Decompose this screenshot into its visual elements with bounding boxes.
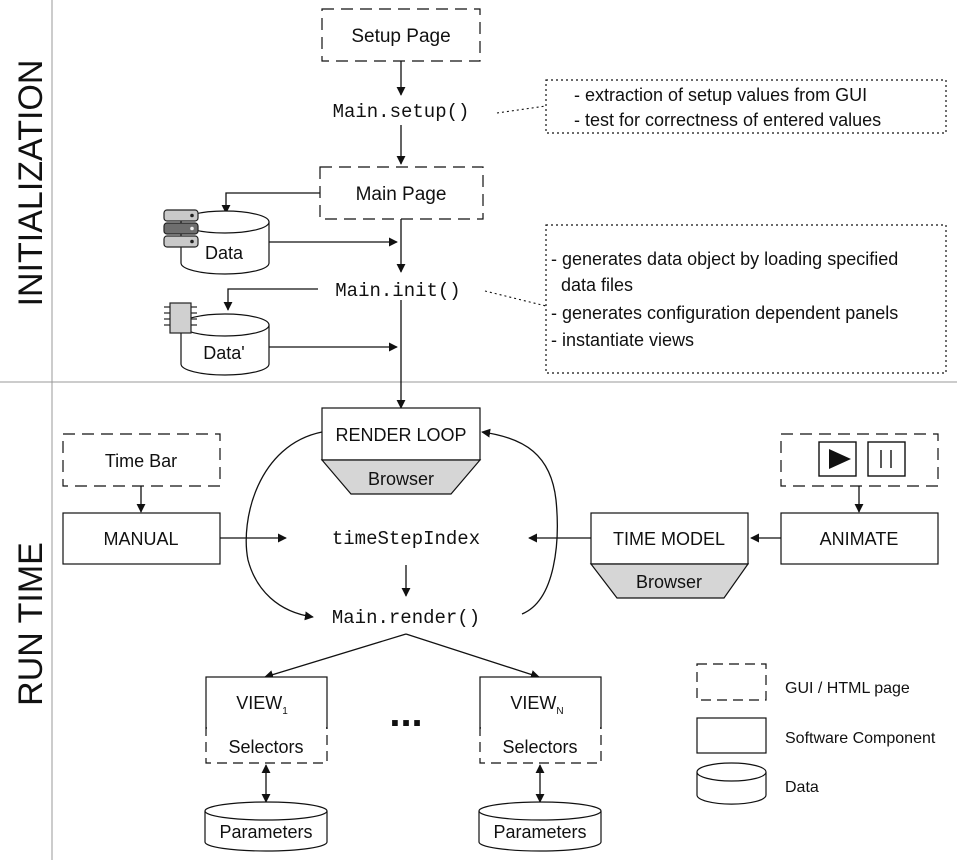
main-page-node: Main Page <box>319 166 484 220</box>
manual-label: MANUAL <box>103 529 178 549</box>
view-1-subscript: 1 <box>282 706 288 717</box>
data-label: Data <box>205 243 244 263</box>
main-setup-label: Main.setup() <box>333 101 470 123</box>
parameters-1-store: Parameters <box>204 801 328 852</box>
parameters-n-label: Parameters <box>493 822 586 842</box>
view-1-node: VIEW1 Selectors <box>205 676 328 764</box>
init-note-line-1: - generates data object by loading speci… <box>551 249 898 269</box>
animate-label: ANIMATE <box>820 529 899 549</box>
data-prime-store: Data' <box>180 313 270 376</box>
setup-note-line-1: - extraction of setup values from GUI <box>574 85 867 105</box>
data-prime-label: Data' <box>203 343 244 363</box>
manual-node: MANUAL <box>62 512 221 565</box>
animate-controls-node <box>780 433 939 487</box>
timestep-index-label: timeStepIndex <box>332 528 480 550</box>
main-render-label: Main.render() <box>332 607 480 629</box>
legend-gui-swatch <box>696 663 767 701</box>
view-1-label: VIEW <box>236 693 282 713</box>
parameters-n-store: Parameters <box>478 801 602 852</box>
render-loop-node: RENDER LOOP Browser <box>320 407 482 495</box>
database-icon <box>163 209 199 248</box>
view-n-node: VIEWN Selectors <box>479 676 602 764</box>
time-model-node: TIME MODEL Browser <box>589 512 750 599</box>
svg-text:VIEWN: VIEWN <box>510 693 563 717</box>
render-loop-label: RENDER LOOP <box>335 425 466 445</box>
time-bar-label: Time Bar <box>105 451 177 471</box>
main-page-label: Main Page <box>356 184 447 205</box>
svg-text:VIEW1: VIEW1 <box>236 693 288 717</box>
setup-page-label: Setup Page <box>351 26 450 47</box>
animate-node: ANIMATE <box>780 512 939 565</box>
selectors-1-label: Selectors <box>228 737 303 757</box>
setup-note-line-2: - test for correctness of entered values <box>574 110 881 130</box>
main-init-label: Main.init() <box>335 280 460 302</box>
legend-software-label: Software Component <box>785 730 936 747</box>
view-n-label: VIEW <box>510 693 556 713</box>
parameters-1-label: Parameters <box>219 822 312 842</box>
legend-data-swatch <box>696 762 767 805</box>
view-n-subscript: N <box>556 706 563 717</box>
legend-software-swatch <box>696 717 767 754</box>
section-initialization-label: INITIALIZATION <box>12 60 50 307</box>
init-note-line-4: - instantiate views <box>551 330 694 350</box>
init-note: - generates data object by loading speci… <box>545 224 947 374</box>
time-bar-node: Time Bar <box>62 433 221 487</box>
chip-icon <box>164 302 197 334</box>
pause-icon <box>867 441 906 477</box>
legend: GUI / HTML page Software Component Data <box>696 663 936 805</box>
data-store: Data <box>180 210 270 275</box>
render-loop-browser-label: Browser <box>368 469 434 489</box>
section-runtime-label: RUN TIME <box>12 542 50 706</box>
time-model-browser-label: Browser <box>636 572 702 592</box>
ellipsis-label: ... <box>389 691 422 735</box>
setup-note: - extraction of setup values from GUI - … <box>545 79 947 134</box>
init-note-line-2: data files <box>561 275 633 295</box>
selectors-n-label: Selectors <box>502 737 577 757</box>
time-model-label: TIME MODEL <box>613 529 725 549</box>
setup-page-node: Setup Page <box>321 8 481 62</box>
init-note-line-3: - generates configuration dependent pane… <box>551 303 898 323</box>
legend-data-label: Data <box>785 779 819 796</box>
legend-gui-label: GUI / HTML page <box>785 680 910 697</box>
play-icon <box>818 441 857 477</box>
